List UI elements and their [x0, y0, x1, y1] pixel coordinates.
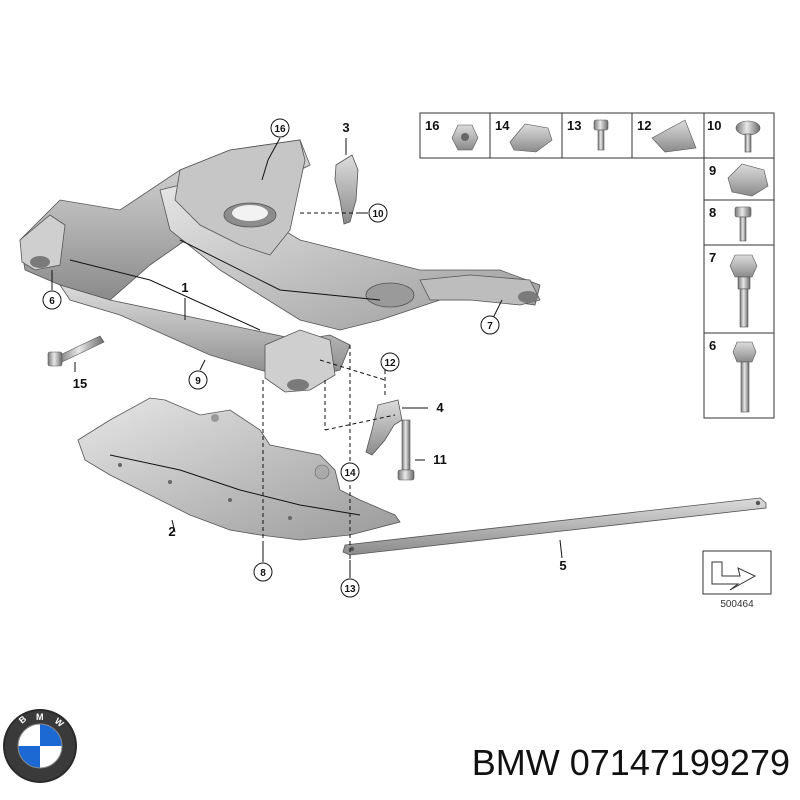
svg-text:7: 7 — [709, 250, 716, 265]
svg-text:10: 10 — [372, 209, 384, 220]
callout-6: 6 — [42, 290, 62, 310]
callout-8: 8 — [253, 562, 273, 582]
svg-text:12: 12 — [637, 118, 651, 133]
svg-text:14: 14 — [344, 468, 356, 479]
svg-text:M: M — [36, 712, 44, 722]
callout-7: 7 — [480, 315, 500, 335]
callout-9: 9 — [188, 370, 208, 390]
grid-cell-12: 12 — [637, 118, 697, 153]
grid-cell-6: 6 — [709, 338, 757, 413]
svg-text:14: 14 — [495, 118, 510, 133]
reference-number: 500464 — [720, 599, 754, 610]
svg-text:7: 7 — [487, 321, 493, 332]
svg-text:16: 16 — [274, 124, 286, 135]
svg-text:8: 8 — [260, 568, 266, 579]
grid-cell-10: 10 — [707, 118, 761, 153]
callout-3: 3 — [342, 120, 349, 135]
underbody-panel — [77, 397, 401, 541]
svg-text:13: 13 — [344, 584, 356, 595]
grid-cell-9: 9 — [709, 163, 769, 197]
parts-grid-right-column: 9 8 7 6 — [703, 157, 775, 419]
callout-5: 5 — [559, 558, 566, 573]
bmw-logo: B M W — [3, 709, 77, 783]
callout-10: 10 — [368, 203, 388, 223]
brace-bar — [342, 497, 767, 556]
svg-text:6: 6 — [49, 296, 55, 307]
callout-12: 12 — [380, 352, 400, 372]
part-11-bolt — [397, 419, 415, 481]
reference-box: 500464 — [702, 550, 772, 610]
part-4-bracket — [365, 399, 403, 456]
front-subframe — [19, 139, 541, 393]
callout-11: 11 — [433, 452, 447, 467]
grid-cell-16: 16 — [425, 118, 479, 151]
callout-13: 13 — [340, 578, 360, 598]
svg-text:B: B — [17, 713, 29, 725]
callout-2: 2 — [168, 524, 175, 539]
callout-14: 14 — [340, 462, 360, 482]
parts-grid-top-row: 16 14 13 12 10 — [419, 112, 775, 159]
part-3-clip — [334, 154, 359, 225]
grid-cell-13: 13 — [567, 118, 609, 151]
svg-text:6: 6 — [709, 338, 716, 353]
direction-arrow-icon — [711, 561, 757, 591]
svg-text:9: 9 — [709, 163, 716, 178]
grid-cell-7: 7 — [709, 250, 758, 328]
grid-cell-8: 8 — [709, 205, 752, 242]
svg-text:12: 12 — [384, 358, 396, 369]
svg-text:8: 8 — [709, 205, 716, 220]
grid-cell-14: 14 — [495, 118, 553, 153]
part-number-label: BMW 07147199279 — [472, 742, 790, 783]
callout-15: 15 — [73, 376, 87, 391]
callout-16: 16 — [270, 118, 290, 138]
leader-lines — [51, 137, 563, 578]
svg-text:16: 16 — [425, 118, 439, 133]
callout-4: 4 — [436, 400, 444, 415]
svg-text:9: 9 — [195, 376, 201, 387]
part-15-bolt — [47, 335, 105, 367]
svg-text:13: 13 — [567, 118, 581, 133]
svg-text:10: 10 — [707, 118, 721, 133]
callout-1: 1 — [181, 280, 188, 295]
